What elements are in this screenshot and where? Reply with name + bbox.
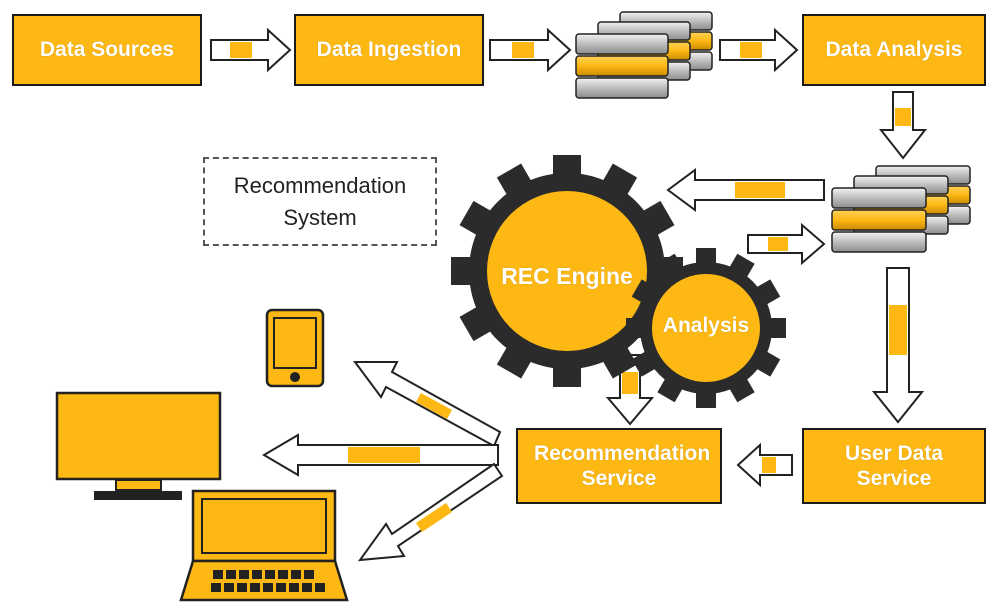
database-server-icon [575,11,713,99]
arrow-ingestion-to-server [489,27,572,73]
laptop-icon [179,489,349,602]
arrow-server-to-engine [666,168,825,212]
data-analysis-label: Data Analysis [825,38,963,62]
user-data-service-node: User Data Service [802,428,986,504]
data-sources-node: Data Sources [12,14,202,86]
recommendation-service-label: Recommendation Service [534,441,711,490]
arrow-to-tablet [353,361,502,448]
note-line-2: System [283,204,357,230]
user-data-service-label: User Data Service [844,441,944,490]
arrow-analysis-to-server [878,91,928,160]
data-analysis-node: Data Analysis [802,14,986,86]
arrow-sources-to-ingestion [210,27,292,73]
rec-engine-label: REC Engine [501,263,633,289]
gear-icon [626,248,786,408]
arrow-user-data-to-recommendation [736,442,793,488]
data-ingestion-node: Data Ingestion [294,14,484,86]
arrow-server-to-user-data [871,267,925,424]
arrow-engine-to-recommendation [605,354,655,426]
arrow-to-laptop [357,462,504,562]
monitor-icon [55,391,222,500]
data-sources-label: Data Sources [39,38,175,62]
recommendation-service-node: Recommendation Service [516,428,722,504]
database-server-icon [831,165,971,253]
note-line-1: Recommendation [233,172,407,198]
analysis-label: Analysis [662,314,750,337]
gear-icon [451,155,683,387]
arrow-engine-to-server [747,222,826,266]
data-ingestion-label: Data Ingestion [316,38,462,62]
recommendation-system-note: Recommendation System [203,157,437,246]
arrow-server-to-analysis [719,27,799,73]
arrow-to-monitor [262,433,499,477]
tablet-icon [265,308,325,388]
